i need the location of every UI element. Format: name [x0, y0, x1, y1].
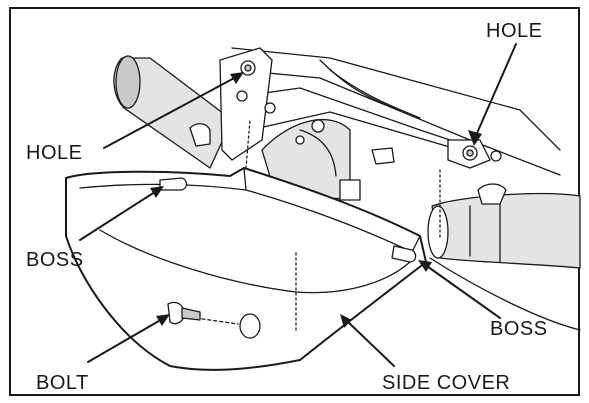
leader-lines [79, 43, 517, 367]
label-hole-left: HOLE [26, 142, 82, 164]
hole-left-arrowhead [230, 72, 244, 84]
boss-right-leader [423, 263, 501, 319]
boss-right-arrowhead [418, 260, 432, 272]
hole-right-arrowhead [468, 130, 482, 146]
side-cover-part [65, 119, 441, 371]
label-boss-left: BOSS [26, 249, 84, 271]
label-side-cover: SIDE COVER [382, 372, 510, 394]
label-bolt: BOLT [36, 372, 89, 394]
side-cover-arrowhead [340, 314, 352, 328]
boss-left-arrowhead [150, 186, 164, 198]
side-cover-leader [345, 319, 395, 367]
hole-left-leader [103, 75, 239, 149]
bolt-part [167, 301, 201, 325]
bolt-arrowhead [156, 314, 170, 326]
hole-right-leader [473, 43, 517, 141]
bolt-leader [87, 317, 165, 363]
boss-left-leader [79, 189, 159, 241]
label-hole-top: HOLE [486, 20, 542, 42]
label-boss-right: BOSS [490, 318, 548, 340]
